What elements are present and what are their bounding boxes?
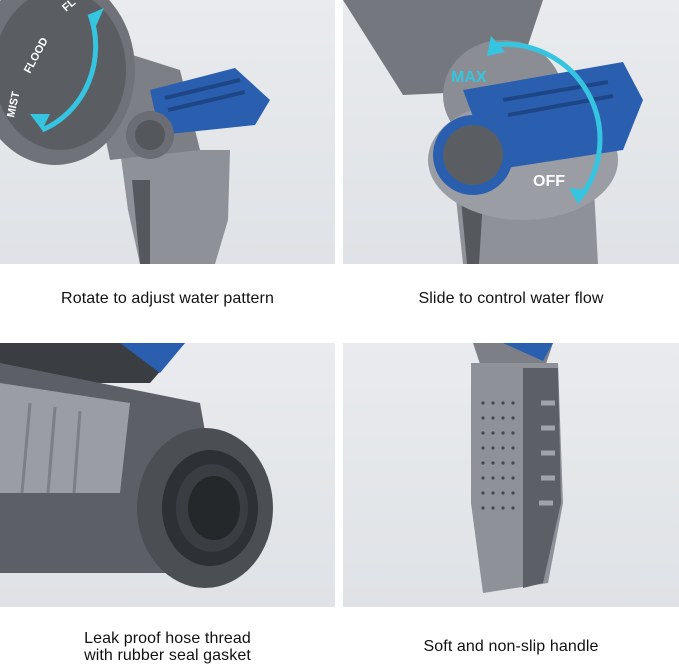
product-image-flow-control: MAX OFF bbox=[343, 0, 679, 264]
caption-rotate-pattern: Rotate to adjust water pattern bbox=[0, 290, 335, 307]
caption-hose-thread: Leak proof hose thread with rubber seal … bbox=[0, 630, 335, 664]
caption-line: with rubber seal gasket bbox=[84, 647, 251, 664]
rotate-arrow-icon bbox=[41, 13, 99, 133]
product-image-handle bbox=[343, 343, 679, 607]
product-image-hose-thread bbox=[0, 343, 335, 607]
hose-thread-illustration bbox=[0, 343, 273, 588]
caption-line: Rotate to adjust water pattern bbox=[61, 290, 274, 307]
caption-flow-control: Slide to control water flow bbox=[343, 290, 679, 307]
nozzle-dial-illustration: MIST FLOOD FL bbox=[0, 0, 270, 264]
caption-line: Soft and non-slip handle bbox=[423, 638, 599, 655]
handle-illustration bbox=[471, 343, 563, 593]
caption-line: Leak proof hose thread bbox=[84, 630, 251, 647]
flow-lever-illustration: MAX OFF bbox=[343, 0, 643, 264]
max-label: MAX bbox=[451, 69, 487, 86]
product-image-rotate-pattern: MIST FLOOD FL bbox=[0, 0, 335, 264]
off-label: OFF bbox=[533, 173, 565, 190]
grip-body-shape bbox=[0, 383, 130, 493]
mist-label: MIST bbox=[5, 90, 22, 118]
caption-line: Slide to control water flow bbox=[418, 290, 604, 307]
caption-handle: Soft and non-slip handle bbox=[343, 638, 679, 655]
flow-arrow-icon bbox=[492, 41, 603, 202]
